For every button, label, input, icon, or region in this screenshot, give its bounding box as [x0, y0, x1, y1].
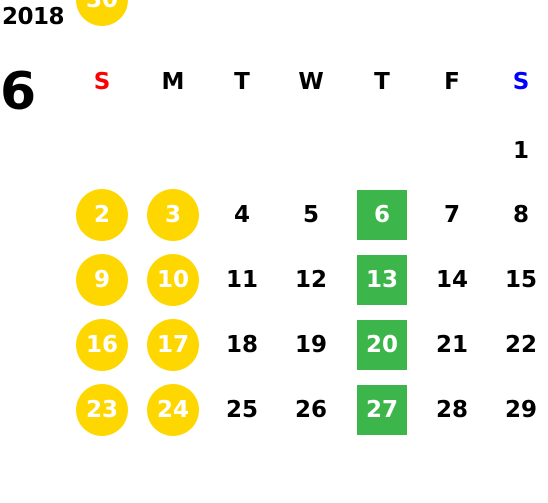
weekday-tue: T	[234, 69, 250, 95]
calendar-day-26[interactable]: 26	[294, 397, 327, 423]
weekday-sat: S	[512, 69, 530, 95]
weekday-wed: W	[298, 69, 324, 95]
weekday-sun: S	[93, 69, 111, 95]
calendar-day-8[interactable]: 8	[512, 202, 529, 228]
calendar-day-12[interactable]: 12	[294, 267, 327, 293]
calendar-day-28[interactable]: 28	[435, 397, 468, 423]
weekday-fri: F	[444, 69, 460, 95]
calendar-day-3[interactable]: 3	[147, 189, 199, 241]
calendar-year: 2018	[2, 4, 65, 30]
calendar-day-18[interactable]: 18	[225, 332, 258, 358]
calendar-day-29[interactable]: 29	[504, 397, 537, 423]
calendar-day-6[interactable]: 6	[357, 190, 407, 240]
calendar-day-7[interactable]: 7	[443, 202, 460, 228]
calendar-day-17[interactable]: 17	[147, 319, 199, 371]
calendar-day-13[interactable]: 13	[357, 255, 407, 305]
calendar-day-21[interactable]: 21	[435, 332, 468, 358]
calendar-day-5[interactable]: 5	[302, 202, 319, 228]
calendar-day-15[interactable]: 15	[504, 267, 537, 293]
calendar-day-23[interactable]: 23	[76, 384, 128, 436]
calendar-day-10[interactable]: 10	[147, 254, 199, 306]
calendar-day-4[interactable]: 4	[233, 202, 250, 228]
calendar-day-24[interactable]: 24	[147, 384, 199, 436]
calendar-day-22[interactable]: 22	[504, 332, 537, 358]
calendar-day-1[interactable]: 1	[512, 138, 529, 164]
calendar-day-19[interactable]: 19	[294, 332, 327, 358]
weekday-mon: M	[161, 69, 185, 95]
calendar-day-11[interactable]: 11	[225, 267, 258, 293]
calendar-day-16[interactable]: 16	[76, 319, 128, 371]
weekday-thu: T	[374, 69, 390, 95]
calendar-day-27[interactable]: 27	[357, 385, 407, 435]
calendar-day-30[interactable]: 30	[76, 0, 128, 26]
calendar-month: 6	[0, 62, 37, 122]
calendar-day-14[interactable]: 14	[435, 267, 468, 293]
calendar-day-9[interactable]: 9	[76, 254, 128, 306]
calendar-day-2[interactable]: 2	[76, 189, 128, 241]
calendar-day-25[interactable]: 25	[225, 397, 258, 423]
calendar-day-20[interactable]: 20	[357, 320, 407, 370]
